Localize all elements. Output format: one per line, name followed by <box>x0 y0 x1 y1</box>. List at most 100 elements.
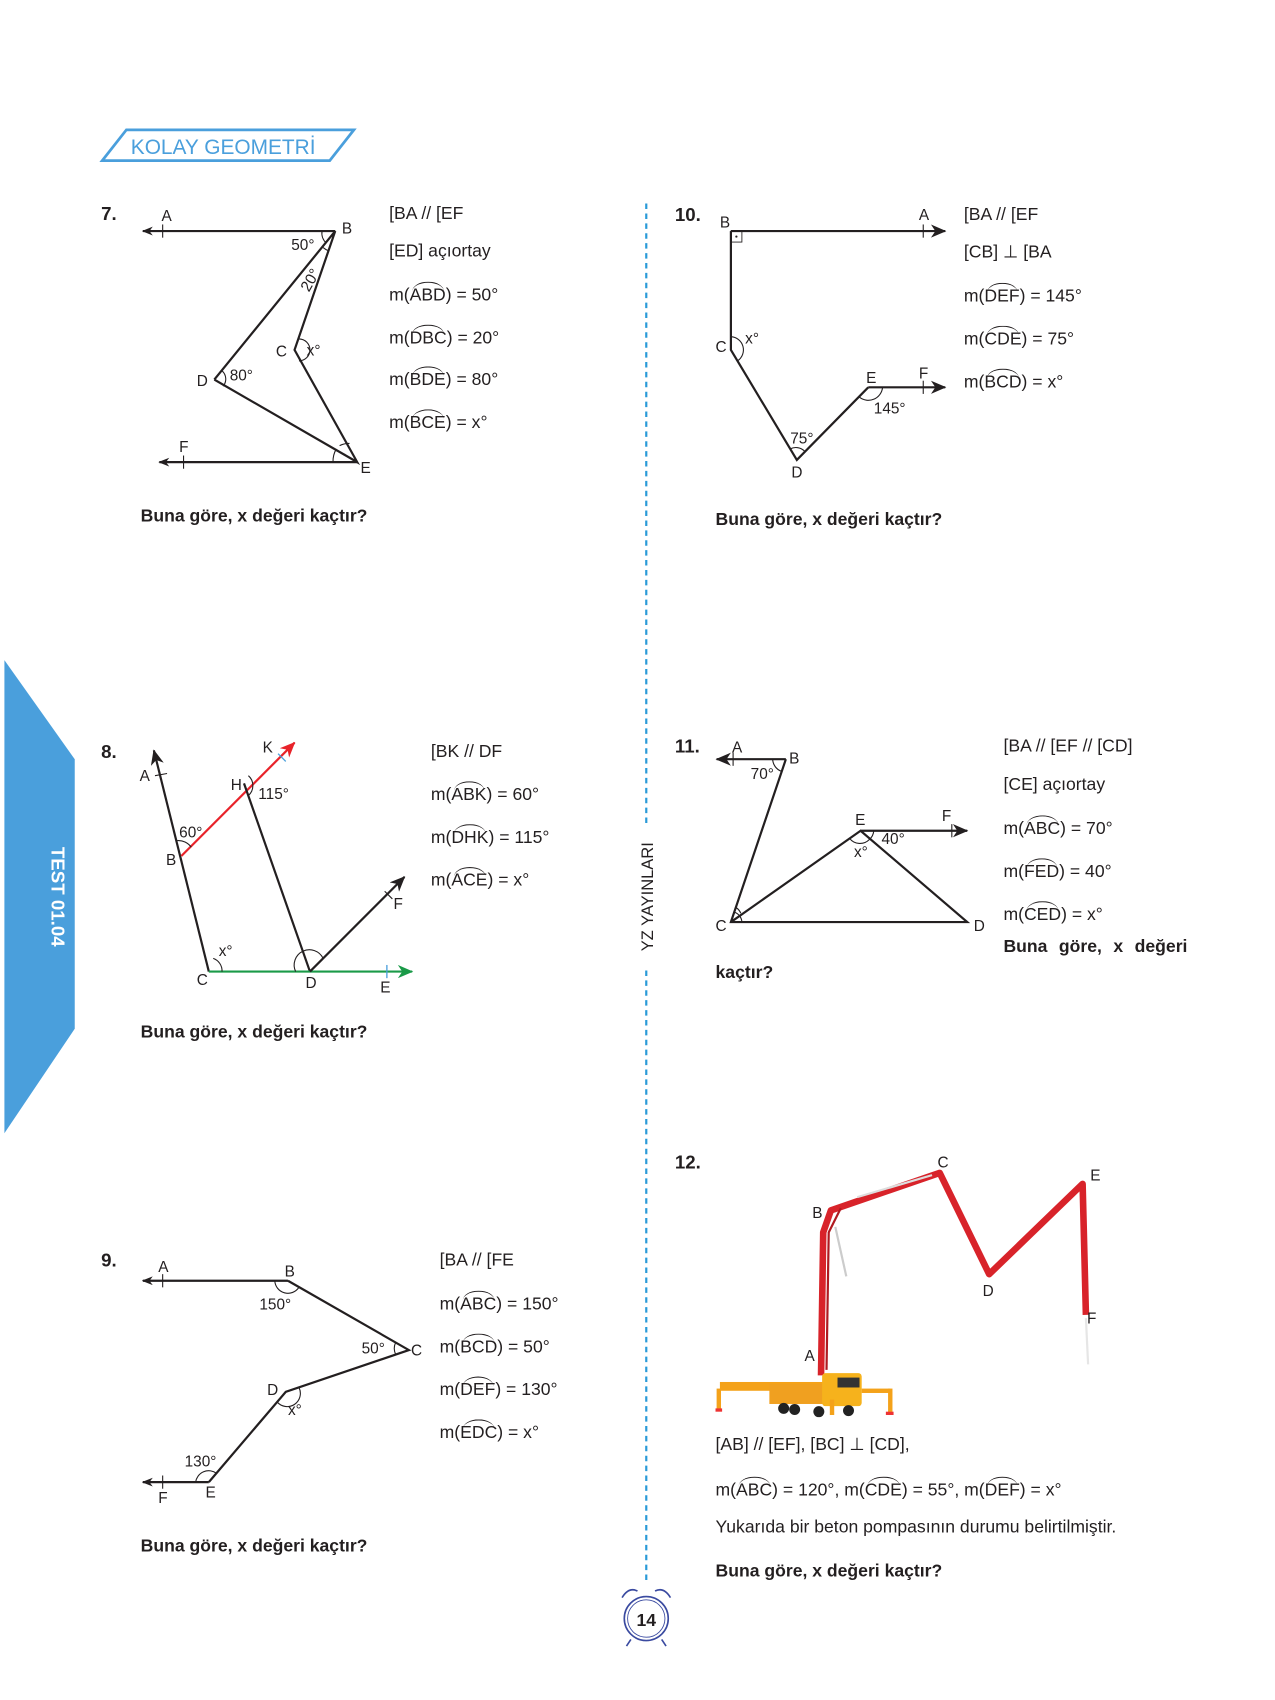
given-angle: m(DBC) = 20° <box>389 324 500 348</box>
given-angle: m(ABC) = 150° <box>439 1290 559 1314</box>
point-label: A <box>732 740 743 757</box>
angle-mark: 50° <box>362 1340 385 1357</box>
point-label: C <box>716 918 727 935</box>
given: [CB] ⊥ [BA <box>963 243 1052 262</box>
point-label: E <box>361 460 371 477</box>
question-prompt-continued: kaçtır? <box>715 963 774 983</box>
question-prompt: Buna göre, x değeri kaçtır? <box>715 510 943 530</box>
angle-name: ABC <box>460 1290 497 1314</box>
q11-labels: A B C D E F 70° 40° x° <box>716 740 985 935</box>
point-label: B <box>166 852 176 869</box>
question-prompt: Buna göre, x değeri kaçtır? <box>140 1537 368 1556</box>
point-label: F <box>158 1490 167 1507</box>
angle-mark: 75° <box>790 430 813 447</box>
point-label: F <box>179 439 188 456</box>
point-label: B <box>789 751 799 768</box>
given-angle: m(BCE) = x° <box>389 409 488 433</box>
given: Yukarıda bir beton pompasının durumu bel… <box>715 1518 1117 1538</box>
point-label: F <box>393 896 402 913</box>
point-label: A <box>805 1348 816 1365</box>
given-angle: m(DHK) = 115° <box>430 824 550 848</box>
angle-name: BCE <box>409 409 446 433</box>
q7-labels: A B C D E F 50° 20° x° 80° · <box>162 208 371 477</box>
point-label: B <box>285 1263 295 1280</box>
bisector-dot: · <box>343 449 347 461</box>
point-label: C <box>716 339 727 356</box>
point-label: A <box>158 1259 169 1276</box>
angle-name: ABC <box>736 1476 773 1500</box>
angle-name: ACE <box>451 867 488 891</box>
point-label: B <box>812 1205 822 1222</box>
point-label: C <box>411 1343 422 1360</box>
given-angle: m(BCD) = x° <box>963 368 1064 392</box>
angle-name: DEF <box>984 1476 1020 1500</box>
given-angle: m(CDE) = 75° <box>963 325 1075 349</box>
side-tab: TEST 01.04 <box>4 660 75 1134</box>
point-label: D <box>267 1382 278 1399</box>
page-number: 14 <box>636 1610 656 1630</box>
angle-name: CED <box>1023 901 1062 925</box>
question-prompt: Buna göre, x değeri kaçtır? <box>715 1562 943 1582</box>
given: [BK // DF <box>430 742 503 762</box>
header-banner: KOLAY GEOMETRİ <box>99 128 357 163</box>
given-angle: m(DEF) = 130° <box>439 1376 558 1400</box>
point-label: K <box>263 740 274 757</box>
divider-label: YZ YAYINLARI <box>639 842 657 951</box>
angle-name: CDE <box>864 1476 902 1500</box>
point-label: A <box>140 768 151 785</box>
q8-figure <box>150 741 414 979</box>
angle-name: FED <box>1023 858 1060 882</box>
given-angle: m(CED) = x° <box>1003 901 1103 925</box>
q9-labels: A B C D E F 150° 50° x° 130° <box>158 1259 422 1507</box>
point-label: E <box>380 979 390 996</box>
angle-name: ABC <box>1023 815 1061 839</box>
q10-labels: B A C D E F x° 75° 145° <box>716 207 930 481</box>
angle-name: BCD <box>460 1333 498 1357</box>
question-number: 7. <box>101 203 117 225</box>
point-label: A <box>162 208 173 225</box>
q7-figure <box>141 224 361 469</box>
given-angle: m(ABD) = 50° <box>389 281 499 305</box>
question-prompt: Buna göre, x değeri kaçtır? <box>140 1023 368 1042</box>
point-label: F <box>942 808 951 825</box>
angle-mark: x° <box>307 342 321 359</box>
point-label: D <box>974 918 985 935</box>
given: [CE] açıortay <box>1003 775 1106 795</box>
question-number: 8. <box>101 741 117 763</box>
q8-labels: A B C D E F H K 60° 115° x° <box>140 740 403 997</box>
given: [BA // [EF <box>389 204 464 224</box>
angle-mark: 150° <box>259 1296 291 1313</box>
point-label: C <box>938 1154 949 1171</box>
angle-mark: 50° <box>291 237 314 254</box>
angle-name: EDC <box>460 1419 498 1443</box>
question-number: 12. <box>674 1152 701 1173</box>
angle-name: DEF <box>460 1376 496 1400</box>
q9-figure <box>141 1274 412 1489</box>
point-label: D <box>983 1283 994 1300</box>
given: [AB] // [EF], [BC] ⊥ [CD], <box>715 1435 910 1455</box>
given-angle: m(BCD) = 50° <box>439 1333 550 1357</box>
point-label: C <box>197 972 208 989</box>
side-tab-label: TEST 01.04 <box>48 847 69 947</box>
angle-name: BDE <box>409 366 446 390</box>
given-angle: m(BDE) = 80° <box>389 366 499 390</box>
point-label: E <box>206 1485 216 1502</box>
angle-mark: 40° <box>881 831 904 848</box>
given-angle: m(FED) = 40° <box>1003 858 1112 882</box>
angle-name: ABK <box>451 781 487 805</box>
given: [ED] açıortay <box>389 242 491 261</box>
angle-mark: 145° <box>874 401 906 418</box>
question-number: 10. <box>674 204 701 226</box>
point-label: D <box>306 975 317 992</box>
question-prompt: Buna göre, x değeri <box>1003 937 1188 957</box>
angle-name: ABD <box>409 281 446 305</box>
given: [BA // [FE <box>439 1251 514 1270</box>
angle-name: DHK <box>451 824 489 848</box>
point-label: E <box>866 370 876 387</box>
q12-labels: A B C D E F <box>805 1154 1101 1365</box>
clock-icon: 14 <box>621 1588 672 1647</box>
angle-name: DEF <box>984 282 1020 306</box>
point-label: H <box>231 777 242 794</box>
